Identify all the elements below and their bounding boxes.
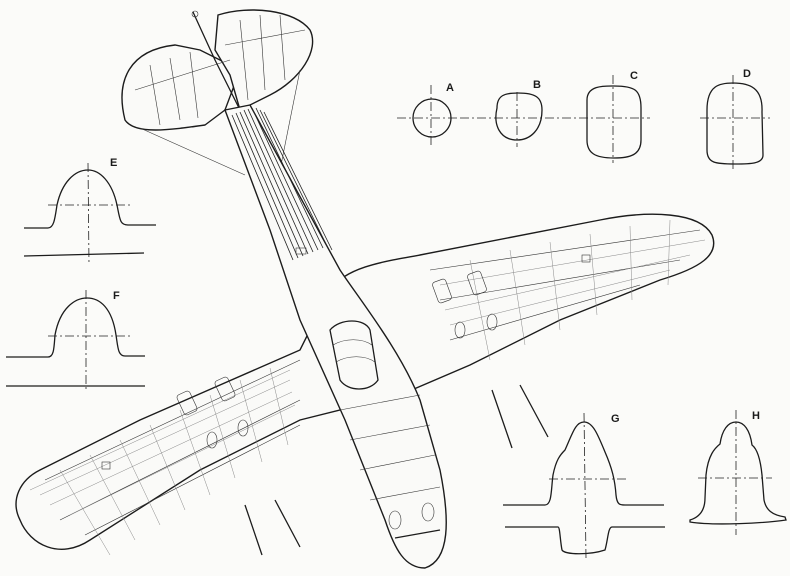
section-a xyxy=(397,85,460,148)
section-label-c: C xyxy=(630,70,638,82)
section-label-b: B xyxy=(533,79,541,91)
section-b xyxy=(460,92,650,147)
section-f xyxy=(6,290,145,392)
section-e xyxy=(23,162,156,266)
section-h xyxy=(689,410,787,535)
section-c xyxy=(586,75,642,163)
section-d xyxy=(700,75,770,170)
section-g xyxy=(503,412,665,559)
section-label-h: H xyxy=(752,410,760,422)
section-label-e: E xyxy=(110,157,118,169)
section-label-f: F xyxy=(113,290,120,302)
tailplane xyxy=(121,9,314,176)
section-label-g: G xyxy=(611,413,620,425)
section-label-d: D xyxy=(743,68,751,80)
fuselage xyxy=(224,104,447,569)
wing-guns xyxy=(244,384,549,556)
section-label-a: A xyxy=(446,82,454,94)
